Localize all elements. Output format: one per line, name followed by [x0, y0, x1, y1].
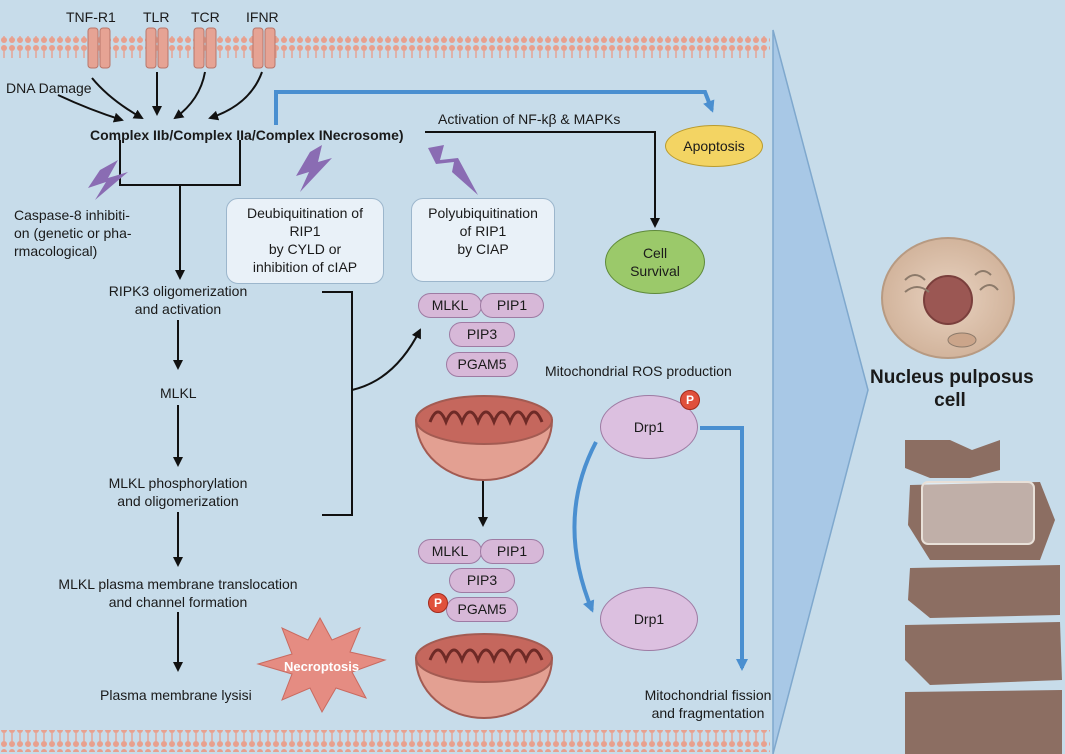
phospho-badge-drp1: P	[680, 390, 700, 410]
mitochondrion-top	[414, 395, 554, 481]
phospho-badge-pgam5: P	[428, 593, 448, 613]
polyubiq-line3: by CIAP	[457, 241, 509, 257]
ripk3-line1: RIPK3 oligomerization	[108, 283, 248, 299]
cell-title: Nucleus pulposus cell	[870, 366, 1034, 412]
lightning-icons	[88, 145, 478, 200]
fission-label: Mitochondrial fission and fragmentation	[628, 686, 788, 722]
spine-illustration	[905, 440, 1062, 754]
deubiq-line1: Deubiquitination of	[247, 205, 363, 221]
receptor-label-tnfr1: TNF-R1	[66, 9, 116, 25]
complex-top-pgam5: PGAM5	[446, 352, 518, 377]
mlkl-phos-line1: MLKL phosphorylation	[108, 475, 248, 491]
bottom-membrane	[0, 730, 770, 752]
deubiq-line4: inhibition of cIAP	[252, 259, 358, 275]
complex-top-pip3: PIP3	[449, 322, 515, 347]
caspase-line1: Caspase-8 inhibiti-	[14, 207, 130, 223]
necroptosis-label: Necroptosis	[284, 659, 360, 674]
drp1-bottom-label: Drp1	[633, 611, 665, 627]
polyubiquitination-box: Polyubiquitination of RIP1 by CIAP	[411, 198, 555, 282]
deubiq-line2: RIP1	[289, 223, 321, 239]
polyubiq-line1: Polyubiquitination	[428, 205, 538, 221]
apoptosis-node: Apoptosis	[665, 125, 763, 167]
mlkl-trans-line2: and channel formation	[108, 594, 248, 610]
polyubiq-line2: of RIP1	[459, 223, 507, 239]
ripk3-label: RIPK3 oligomerization and activation	[88, 282, 268, 318]
complex-bottom-mlkl: MLKL	[418, 539, 482, 564]
mlkl-label: MLKL	[160, 385, 197, 401]
mlkl-translocation-label: MLKL plasma membrane translocation and c…	[38, 575, 318, 611]
lysis-label: Plasma membrane lysisi	[100, 687, 252, 703]
complex-bottom-pgam5: PGAM5	[446, 597, 518, 622]
complex-top-mlkl: MLKL	[418, 293, 482, 318]
expansion-triangle	[772, 29, 869, 754]
apoptosis-label: Apoptosis	[683, 138, 745, 154]
deubiquitination-box: Deubiquitination of RIP1 by CYLD or inhi…	[226, 198, 384, 284]
necroptosis-burst	[256, 616, 387, 714]
cell-title-line1: Nucleus pulposus	[870, 367, 1034, 388]
complex-bottom-pip3: PIP3	[449, 568, 515, 593]
disc-highlight	[921, 481, 1035, 545]
caspase-label: Caspase-8 inhibiti- on (genetic or pha- …	[14, 206, 132, 260]
activation-label: Activation of NF-kβ & MAPKs	[438, 111, 621, 127]
complex-bottom-pip1: PIP1	[480, 539, 544, 564]
mlkl-trans-line1: MLKL plasma membrane translocation	[58, 576, 298, 592]
nucleus-pulposus-cell-illustration	[881, 237, 1015, 359]
caspase-line3: rmacological)	[14, 243, 98, 259]
caspase-line2: on (genetic or pha-	[14, 225, 132, 241]
cell-survival-line2: Survival	[630, 263, 680, 279]
fission-line1: Mitochondrial fission	[644, 687, 772, 703]
drp1-bottom-node: Drp1	[600, 587, 698, 651]
complex-label: Complex IIb/Complex IIa/Complex INecroso…	[90, 127, 404, 143]
drp1-top-label: Drp1	[633, 419, 665, 435]
mlkl-phos-line2: and oligomerization	[117, 493, 239, 509]
top-membrane	[0, 36, 770, 58]
mito-ros-label: Mitochondrial ROS production	[545, 363, 732, 379]
mlkl-phosphorylation-label: MLKL phosphorylation and oligomerization	[88, 474, 268, 510]
cell-survival-line1: Cell	[642, 245, 668, 261]
dna-damage-label: DNA Damage	[6, 80, 92, 96]
deubiq-line3: by CYLD or	[268, 241, 342, 257]
receptor-label-ifnr: IFNR	[246, 9, 279, 25]
mitochondrion-bottom	[414, 633, 554, 719]
cell-title-line2: cell	[934, 390, 966, 411]
fission-line2: and fragmentation	[651, 705, 765, 721]
receptor-label-tlr: TLR	[143, 9, 170, 25]
receptor-label-tcr: TCR	[191, 9, 220, 25]
ripk3-line2: and activation	[134, 301, 222, 317]
receptor-icons	[87, 27, 276, 69]
complex-top-pip1: PIP1	[480, 293, 544, 318]
cell-survival-node: Cell Survival	[605, 230, 705, 294]
